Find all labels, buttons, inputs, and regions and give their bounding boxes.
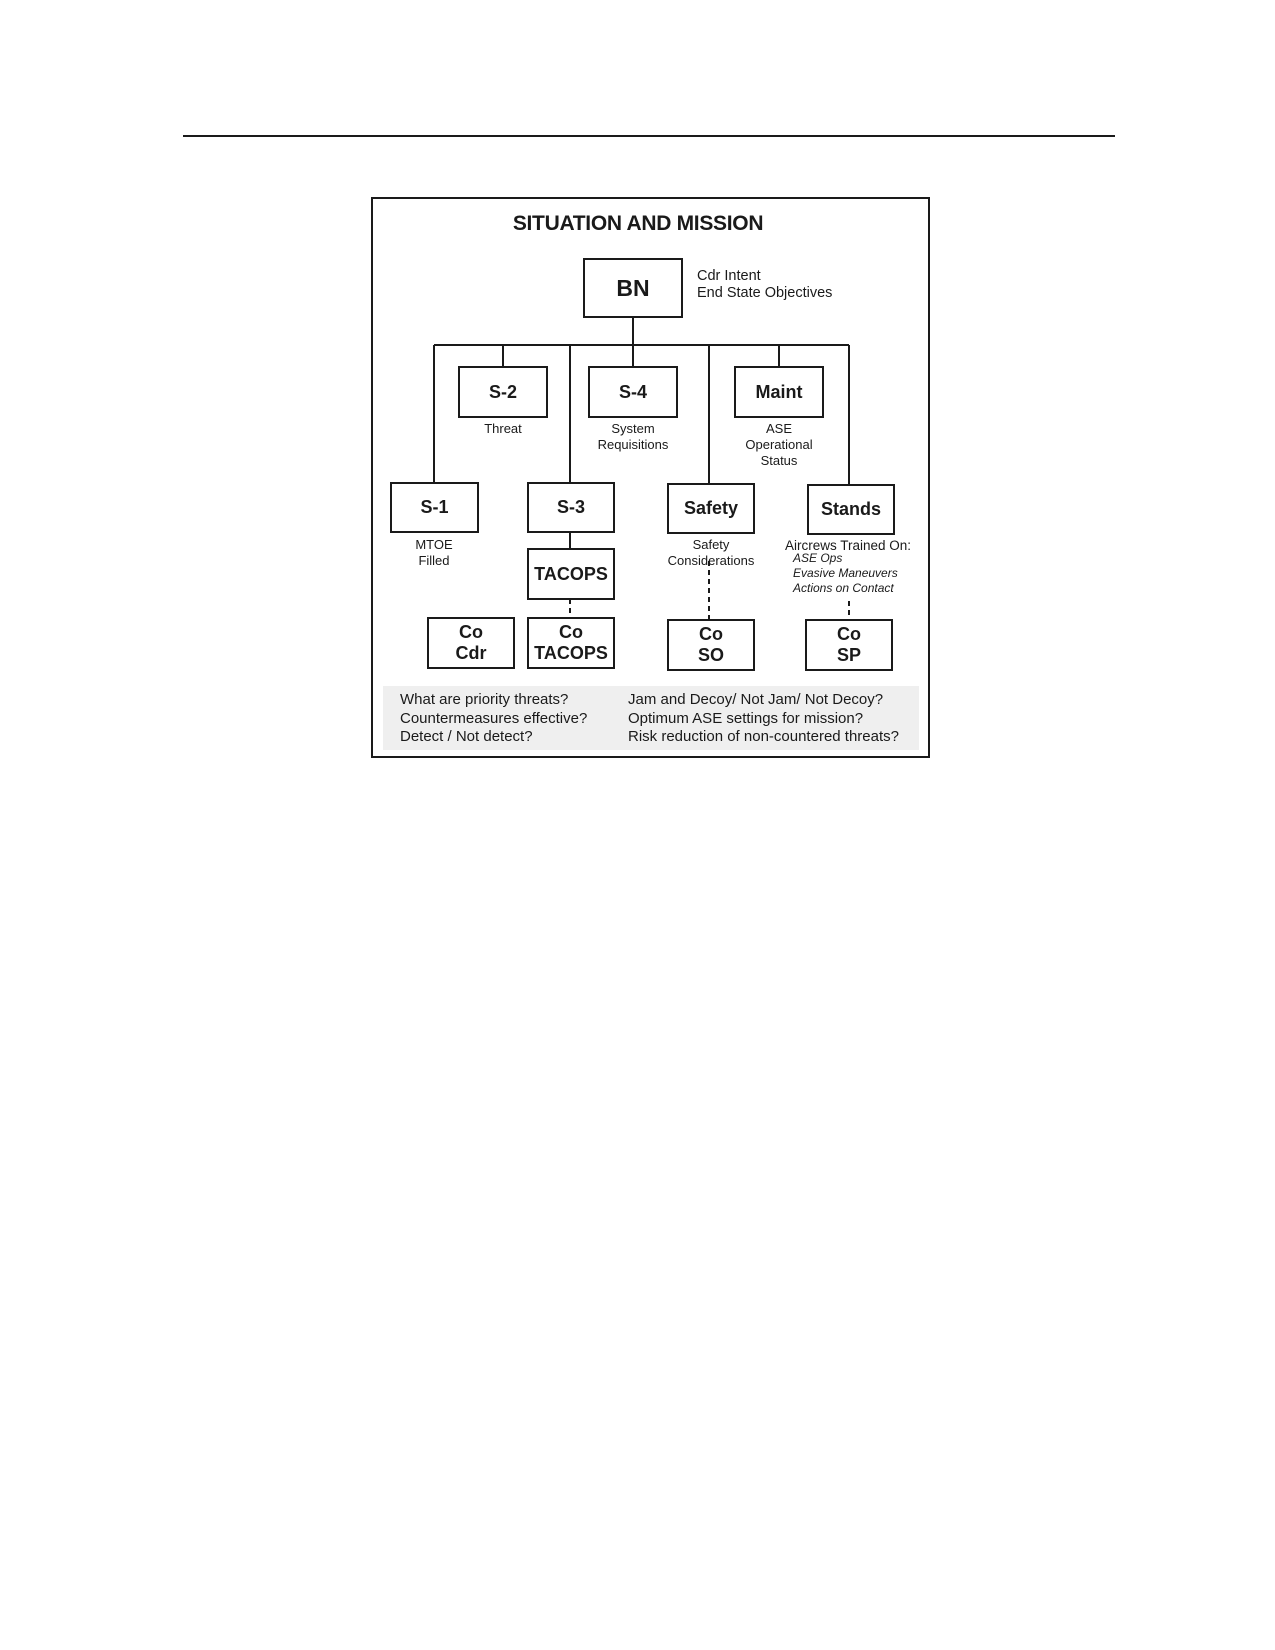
stands-box: Stands <box>807 484 895 535</box>
questions-panel: What are priority threats? Countermeasur… <box>383 686 919 750</box>
org-chart-figure: SITUATION AND MISSION BN Cdr Intent End … <box>371 197 930 758</box>
co-tacops-box: Co TACOPS <box>527 617 615 669</box>
questions-left: What are priority threats? Countermeasur… <box>400 691 588 745</box>
figure-title: SITUATION AND MISSION <box>512 212 764 235</box>
s3-box: S-3 <box>527 482 615 533</box>
s1-note: MTOE Filled <box>415 537 453 568</box>
connector-lines <box>433 318 850 619</box>
stands-note: Aircrews Trained On: <box>785 538 912 553</box>
safety-note: Safety Considerations <box>667 537 755 568</box>
co-sp-box: Co SP <box>805 619 893 671</box>
safety-box: Safety <box>667 483 755 534</box>
maint-note: ASE Operational Status <box>745 421 813 468</box>
maint-box: Maint <box>734 366 824 418</box>
stands-training-list: ASE Ops Evasive Maneuvers Actions on Con… <box>793 551 898 595</box>
co-cdr-box: Co Cdr <box>427 617 515 669</box>
co-so-box: Co SO <box>667 619 755 671</box>
tacops-box: TACOPS <box>527 548 615 600</box>
s4-note: System Requisitions <box>597 421 669 452</box>
s1-box: S-1 <box>390 482 479 533</box>
s2-box: S-2 <box>458 366 548 418</box>
page-top-rule <box>183 135 1115 137</box>
bn-box: BN <box>583 258 683 318</box>
s2-note: Threat <box>484 421 522 436</box>
s4-box: S-4 <box>588 366 678 418</box>
questions-right: Jam and Decoy/ Not Jam/ Not Decoy? Optim… <box>628 691 899 745</box>
bn-note: Cdr Intent End State Objectives <box>697 268 833 301</box>
